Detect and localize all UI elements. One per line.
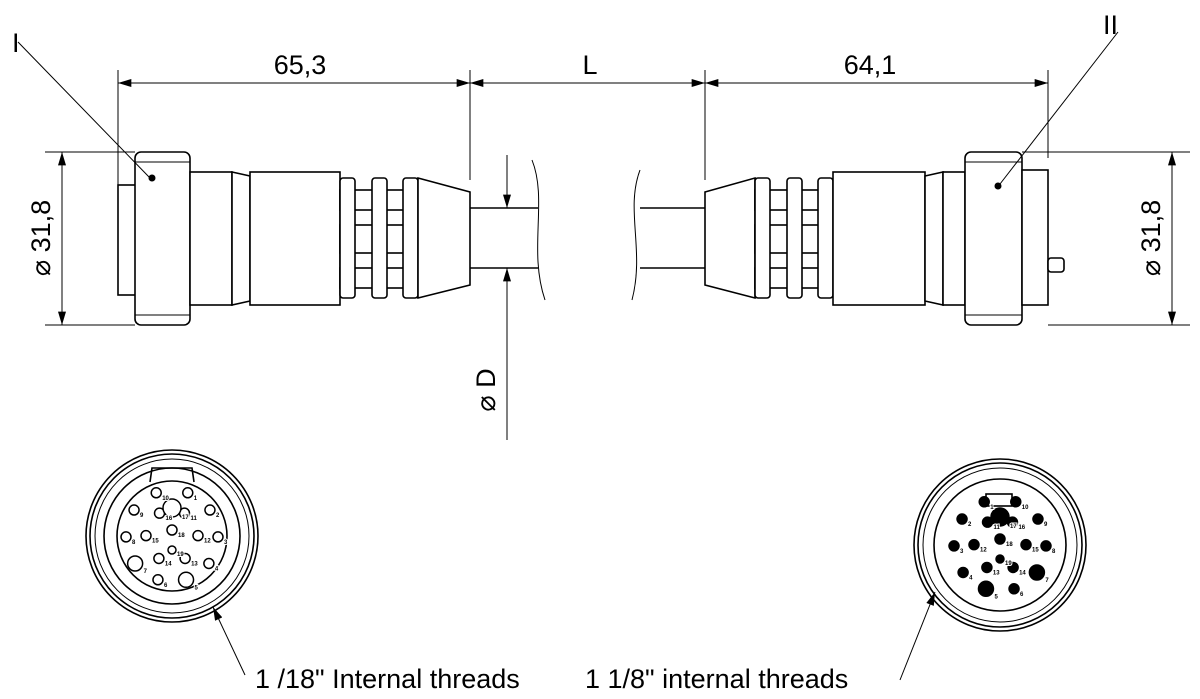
- pin-number: 2: [216, 513, 220, 519]
- pin-number: 2: [968, 522, 972, 528]
- contact-pin: [152, 574, 164, 586]
- pin-number: 17: [1010, 524, 1017, 530]
- pin-number: 16: [1018, 525, 1025, 531]
- pin-number: 8: [132, 540, 136, 546]
- contact-pin: [956, 513, 968, 525]
- pin-number: 14: [165, 561, 172, 567]
- contact-pin: [1020, 538, 1032, 551]
- contact-pin: [162, 498, 182, 518]
- contact-pin: [120, 531, 132, 543]
- pin-number: 6: [164, 583, 168, 589]
- contact-pin: [166, 524, 178, 536]
- right-face-note: 1 1/8" internal threads: [585, 664, 848, 694]
- dim-left-diameter: ⌀ 31,8: [26, 200, 56, 276]
- contact-pin: [150, 487, 162, 499]
- contact-pin: [177, 571, 195, 589]
- contact-pin: [192, 529, 204, 542]
- contact-pin: [179, 552, 191, 565]
- dim-right-diameter: ⌀ 31,8: [1136, 200, 1166, 276]
- pin-number: 17: [182, 515, 189, 521]
- pin-number: 10: [162, 496, 169, 502]
- contact-pin: [1007, 561, 1019, 574]
- connector-end-ii: [631, 151, 1065, 326]
- pin-number: 12: [204, 539, 211, 545]
- dim-cable-diameter: ⌀ D: [471, 368, 501, 411]
- contact-pin: [957, 566, 969, 579]
- contact-pin: [978, 496, 990, 508]
- contact-pin: [977, 580, 995, 598]
- contact-pin: [140, 529, 152, 542]
- pin-number: 15: [152, 539, 159, 545]
- pin-number: 1: [990, 505, 994, 511]
- dim-right-length: 64,1: [844, 50, 897, 80]
- contact-pin: [128, 504, 140, 516]
- pin-number: 15: [1032, 548, 1039, 554]
- left-face-note: 1 /18" Internal threads: [255, 664, 520, 694]
- pin-number: 11: [190, 516, 197, 522]
- pin-number: 11: [994, 525, 1001, 531]
- dim-cable-length: L: [582, 50, 597, 80]
- pin-number: 3: [960, 549, 964, 555]
- contact-pin: [204, 504, 216, 516]
- pin-number: 19: [177, 552, 184, 558]
- pin-number: 4: [969, 575, 973, 581]
- contact-pin: [1010, 496, 1022, 508]
- contact-pin: [212, 531, 224, 543]
- contact-pin: [948, 540, 960, 552]
- pin-number: 19: [1005, 561, 1012, 567]
- pin-number: 1: [194, 496, 198, 502]
- pin-number: 18: [178, 533, 185, 539]
- pin-number: 7: [1045, 578, 1049, 584]
- contact-pin: [1032, 513, 1044, 525]
- pin-number: 16: [166, 516, 173, 522]
- pin-number: 8: [1052, 549, 1056, 555]
- label-end-i: I: [12, 28, 20, 58]
- connector-end-i: [117, 151, 546, 326]
- contact-pin: [1040, 540, 1052, 552]
- pin-number: 9: [1044, 522, 1048, 528]
- label-end-ii: II: [1103, 10, 1118, 40]
- contact-pin: [995, 554, 1005, 564]
- contact-pin: [182, 487, 194, 499]
- pin-number: 5: [195, 585, 199, 591]
- dim-left-length: 65,3: [274, 50, 327, 80]
- pin-number: 14: [1019, 570, 1026, 576]
- pin-number: 4: [215, 566, 219, 572]
- pin-number: 5: [994, 594, 998, 600]
- contact-pin: [981, 561, 993, 574]
- contact-pin: [126, 555, 144, 572]
- pin-number: 9: [140, 513, 144, 519]
- pin-number: 6: [1020, 592, 1024, 598]
- pin-number: 18: [1006, 542, 1013, 548]
- dimension-lines: [17, 31, 1190, 440]
- pin-number: 12: [980, 548, 987, 554]
- contact-pin: [167, 545, 177, 555]
- pin-number: 10: [1022, 505, 1029, 511]
- pin-number: 13: [993, 570, 1000, 576]
- contact-pin: [990, 507, 1010, 527]
- pin-number: 7: [144, 569, 148, 575]
- contact-pin: [968, 538, 980, 551]
- contact-pin: [994, 533, 1006, 545]
- pin-number: 13: [191, 561, 198, 567]
- pin-number: 3: [224, 540, 228, 546]
- contact-pin: [153, 552, 165, 565]
- contact-pin: [1028, 564, 1046, 581]
- contact-pin: [1008, 583, 1020, 595]
- contact-pin: [203, 557, 215, 570]
